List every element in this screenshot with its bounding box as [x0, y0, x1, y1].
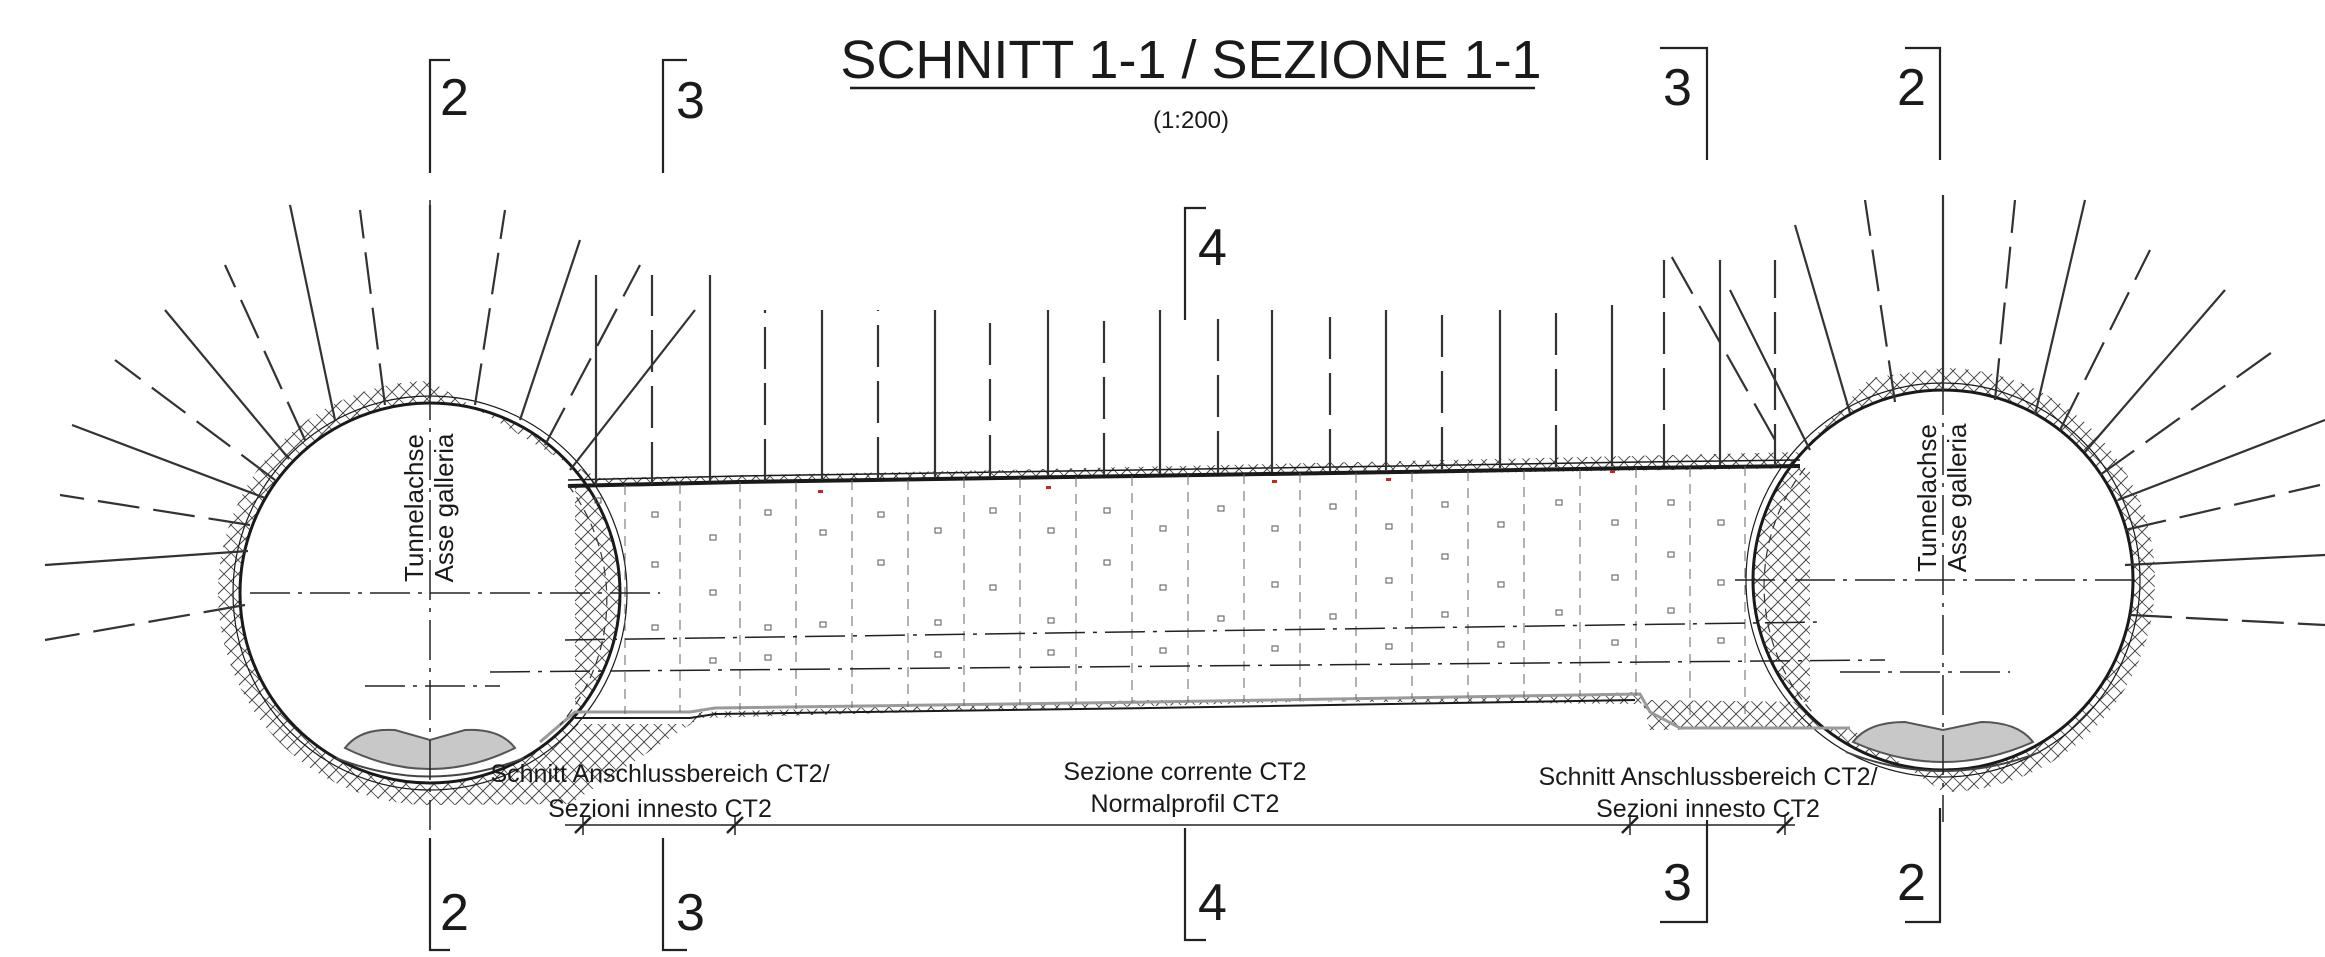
right-axis-labels: Tunnelachse Asse galleria — [1912, 423, 1972, 572]
section-mark-left-outer-top: 2 — [440, 69, 469, 127]
section-mark-center-top: 4 — [1198, 219, 1227, 277]
left-radial-anchors-dashed — [44, 209, 641, 642]
section-mark-right-inner-top: 3 — [1663, 59, 1692, 117]
section-mark-left-inner-top: 3 — [676, 72, 705, 130]
crown-anchors-dashed — [650, 260, 1777, 484]
section-mark-right-outer-top: 2 — [1897, 59, 1926, 117]
central-chamber — [489, 459, 1886, 744]
section-mark-center-bottom: 4 — [1198, 874, 1227, 932]
left-axis-label-german: Tunnelachse — [399, 434, 429, 582]
dimension-line — [565, 815, 1795, 835]
left-axis-label-italian: Asse galleria — [429, 433, 459, 582]
section-mark-right-outer-bottom: 2 — [1897, 854, 1926, 912]
right-radial-anchors — [1729, 195, 2325, 567]
zone-label-center-line1: Sezione corrente CT2 — [1063, 758, 1306, 786]
section-mark-right-inner-bottom: 3 — [1663, 854, 1692, 912]
zone-label-right-line2: Sezioni innesto CT2 — [1596, 795, 1820, 823]
zone-label-left-line1: Schnitt Anschlussbereich CT2/ — [490, 760, 829, 788]
axis-lines — [250, 195, 2140, 830]
right-radial-anchors-dashed — [1664, 199, 2325, 627]
section-mark-left-outer-bottom: 2 — [440, 884, 469, 942]
section-mark-left-inner-bottom: 3 — [676, 884, 705, 942]
zone-label-left-line2: Sezioni innesto CT2 — [548, 795, 772, 823]
section-mark-numbers: 2 2 3 3 4 4 3 3 2 2 — [440, 59, 1926, 942]
section-markers — [428, 46, 1942, 952]
right-axis-label-italian: Asse galleria — [1942, 423, 1972, 572]
left-radial-anchors — [44, 204, 696, 567]
title-block: SCHNITT 1-1 / SEZIONE 1-1 (1:200) — [840, 30, 1541, 134]
zone-label-center-line2: Normalprofil CT2 — [1091, 790, 1280, 818]
right-axis-label-german: Tunnelachse — [1912, 424, 1942, 572]
zone-label-right-line1: Schnitt Anschlussbereich CT2/ — [1538, 763, 1877, 791]
crown-anchors — [594, 260, 1722, 485]
zone-labels: Schnitt Anschlussbereich CT2/ Sezioni in… — [490, 758, 1877, 823]
drawing-scale: (1:200) — [1153, 107, 1229, 134]
drawing-title: SCHNITT 1-1 / SEZIONE 1-1 — [840, 30, 1541, 90]
left-axis-labels: Tunnelachse Asse galleria — [399, 433, 459, 582]
